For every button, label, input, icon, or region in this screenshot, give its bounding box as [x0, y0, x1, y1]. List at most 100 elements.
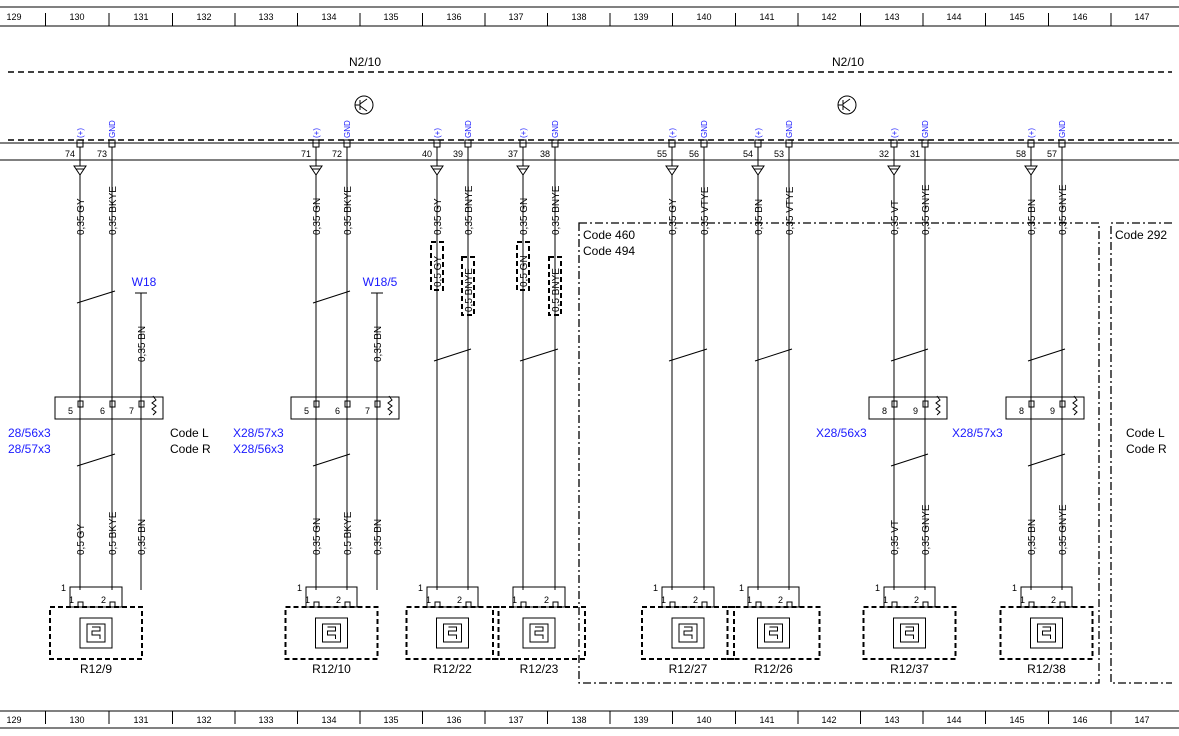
code-label: Code L: [170, 426, 209, 440]
pin-terminal: [922, 601, 929, 608]
pin-tag: (+): [1027, 128, 1036, 138]
component-pin-number: 2: [336, 595, 341, 605]
component-body: [284, 606, 379, 660]
pin-tag: GND: [1058, 120, 1067, 138]
component-body: [999, 606, 1094, 660]
wire-label: 0,35 VT: [890, 200, 901, 235]
pin-number: 71: [301, 149, 311, 159]
component-body: [49, 606, 143, 660]
component-label: R12/22: [433, 662, 472, 676]
grid-column-label: 145: [1009, 12, 1024, 22]
grid-column-label: 142: [821, 12, 836, 22]
grid-column-label: 134: [321, 715, 336, 725]
grid-column-label: 131: [133, 12, 148, 22]
grid-column-label: 144: [946, 715, 961, 725]
temperature-sensor-icon: [1030, 617, 1063, 649]
component-connector: [1020, 586, 1073, 608]
grid-column-label: 134: [321, 12, 336, 22]
resistor-icon: [151, 395, 157, 416]
pin-tag: (+): [433, 128, 442, 138]
temperature-sensor-icon: [315, 617, 348, 649]
connector-corner-pin: 1: [1012, 583, 1017, 593]
pin-tag: (+): [312, 128, 321, 138]
component-connector: [747, 586, 800, 608]
temperature-sensor-icon: [436, 617, 469, 649]
wire-twist-marker: [76, 453, 116, 467]
wire-twist-marker: [76, 290, 116, 304]
wire-label: 0,5 BKYE: [108, 511, 119, 555]
ground-triangle-icon: [887, 165, 901, 176]
grid-column-label: 135: [383, 12, 398, 22]
pin-terminal: [77, 601, 84, 608]
pin-terminal: [891, 601, 898, 608]
pin-number: 55: [657, 149, 667, 159]
grid-column-label: 145: [1009, 715, 1024, 725]
temperature-sensor-icon: [534, 626, 544, 639]
connector-corner-pin: 1: [418, 583, 423, 593]
grid-column-label: 142: [821, 715, 836, 725]
wire-label: 0,5 GN: [519, 255, 530, 287]
temperature-sensor-icon: [443, 623, 462, 643]
resistor-icon: [1072, 395, 1078, 416]
grid-column-label: 130: [69, 715, 84, 725]
ground-branch-label: W18/5: [363, 275, 398, 289]
wire-label: 0,35 BN: [754, 199, 765, 235]
wire-twist-marker: [754, 348, 793, 362]
ground-triangle-icon: [516, 165, 530, 176]
resistor-icon: [387, 395, 393, 416]
wire-label: 0,35 GNYE: [1058, 504, 1069, 555]
inline-splice: [461, 256, 475, 316]
wire-twist-marker: [312, 453, 351, 467]
ground-branch-label: W18: [132, 275, 157, 289]
ground-triangle-icon: [665, 165, 679, 176]
component-label: R12/38: [1027, 662, 1066, 676]
temperature-sensor-icon: [769, 626, 778, 639]
temperature-sensor-icon: [905, 626, 914, 639]
pin-number: 31: [910, 149, 920, 159]
temperature-sensor-icon: [671, 617, 705, 649]
pin-tag: GND: [921, 120, 930, 138]
connector-pin-number: 9: [1050, 406, 1055, 416]
wire-label: 0,35 BN: [137, 519, 148, 555]
pin-terminal: [520, 601, 527, 608]
grid-column-label: 146: [1072, 12, 1087, 22]
wire-label: 0,35 BN: [1027, 199, 1038, 235]
connector-label: 28/57x3: [8, 442, 51, 456]
grid-column-label: 132: [196, 12, 211, 22]
grid-column-label: 136: [446, 715, 461, 725]
connector-pin-number: 6: [335, 406, 340, 416]
wire-label: 0,35 VT: [890, 520, 901, 555]
temperature-sensor-icon: [683, 626, 693, 639]
component-pin-number: 2: [914, 595, 919, 605]
wire-label: 0,35 BN: [373, 326, 384, 362]
component-pin-number: 1: [747, 595, 752, 605]
connector-label: X28/56x3: [816, 426, 867, 440]
pin-tag: GND: [343, 120, 352, 138]
wire-label: 0,35 BNYE: [551, 185, 562, 235]
wire-label: 0,35 GNYE: [921, 184, 932, 235]
control-unit-label: N2/10: [832, 55, 864, 69]
connector-pin-number: 9: [913, 406, 918, 416]
connector-corner-pin: 1: [653, 583, 658, 593]
temperature-sensor-icon: [1037, 623, 1056, 643]
pin-terminal: [669, 601, 676, 608]
component-connector: [883, 586, 936, 608]
wire-label: 0,5 BKYE: [343, 511, 354, 555]
code-label: Code 292: [1115, 228, 1167, 242]
wire-label: 0,35 GY: [433, 198, 444, 235]
component-body: [726, 606, 821, 660]
pin-terminal: [922, 400, 929, 408]
component-pin-number: 1: [426, 595, 431, 605]
grid-column-label: 130: [69, 12, 84, 22]
pin-number: 73: [97, 149, 107, 159]
temperature-sensor-icon: [757, 617, 790, 649]
pin-tag: GND: [700, 120, 709, 138]
inline-splice: [430, 241, 444, 291]
grid-column-label: 137: [508, 715, 523, 725]
grid-column-label: 135: [383, 715, 398, 725]
component-pin-number: 1: [661, 595, 666, 605]
temperature-sensor-icon: [678, 623, 698, 643]
grid-bottom: [0, 710, 1179, 729]
connector-pin-number: 7: [365, 406, 370, 416]
temperature-sensor-icon: [522, 617, 556, 649]
